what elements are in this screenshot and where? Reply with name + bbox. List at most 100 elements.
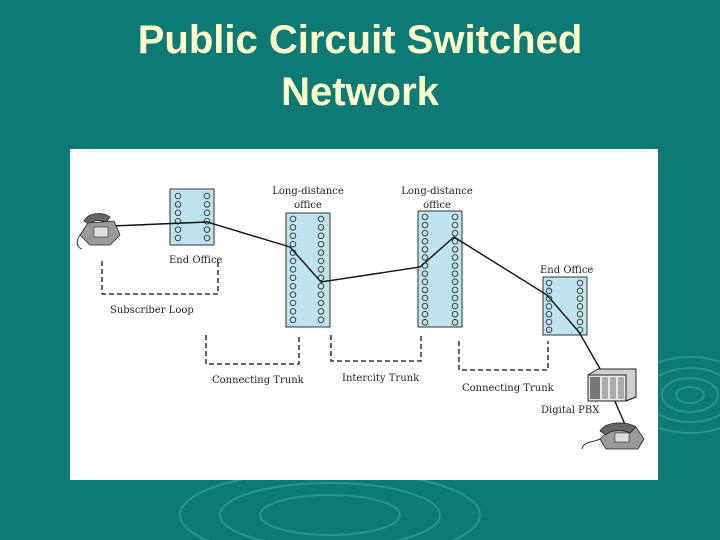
connecting-trunk-left-label: Connecting Trunk [212, 375, 305, 386]
connecting-trunk-right-bracket [458, 341, 549, 371]
switch-port [317, 249, 325, 256]
switch-port [289, 266, 297, 273]
subscriber-loop-label: Subscriber Loop [110, 305, 194, 316]
switch-port [545, 287, 553, 295]
subscriber-loop-bracket [101, 261, 219, 295]
switch-port [317, 257, 325, 265]
switch-port [203, 234, 211, 242]
switch-port [317, 232, 325, 240]
digital-pbx-label: Digital PBX [541, 405, 600, 416]
switch-port [451, 246, 459, 253]
switch-port [289, 291, 297, 298]
switch-port [451, 213, 459, 221]
switch-port [289, 282, 297, 290]
switch-port [317, 299, 325, 307]
switch-port [451, 286, 459, 294]
end-office-left-switch [169, 188, 215, 246]
telephone-icon [581, 422, 645, 450]
end-office-right-switch [542, 276, 588, 336]
switch-port [289, 240, 297, 248]
switch-port [289, 316, 297, 324]
switch-port [203, 217, 211, 225]
switch-port [317, 316, 325, 324]
switch-port [317, 282, 325, 290]
switch-port [421, 319, 429, 326]
switch-port [451, 294, 459, 302]
switch-port [174, 226, 182, 233]
switch-port [451, 229, 459, 237]
switch-port [317, 266, 325, 273]
switch-port [289, 257, 297, 265]
switch-port [421, 278, 429, 286]
switch-port [289, 299, 297, 307]
switch-port [451, 262, 459, 269]
switch-port [421, 238, 429, 245]
long-distance-office-1-sublabel: office [294, 200, 322, 211]
title-line-1: Public Circuit Switched [137, 18, 583, 62]
switch-port [317, 215, 325, 223]
long-distance-office-2-label: Long-distance [401, 186, 473, 197]
switch-port [451, 254, 459, 261]
switch-port [289, 308, 297, 315]
switch-port [576, 318, 584, 326]
switch-port [451, 278, 459, 286]
switch-port [203, 201, 211, 208]
pbx-icon [587, 368, 637, 402]
switch-port [421, 229, 429, 237]
switch-port [203, 226, 211, 233]
switch-port [317, 240, 325, 248]
switch-port [317, 224, 325, 231]
switch-port [451, 270, 459, 277]
switch-port [545, 318, 553, 326]
switch-port [421, 302, 429, 310]
switch-port [421, 221, 429, 229]
end-office-left-label: End Office [169, 255, 222, 266]
switch-port [174, 192, 182, 200]
switch-port [576, 295, 584, 302]
switch-port [545, 295, 553, 302]
switch-port [451, 302, 459, 310]
switch-port [545, 310, 553, 318]
switch-port [421, 254, 429, 261]
switch-port [421, 286, 429, 294]
switch-port [576, 303, 584, 310]
connecting-trunk-left-bracket [205, 335, 300, 365]
switch-port [317, 291, 325, 298]
switch-port [174, 201, 182, 208]
switch-port [576, 287, 584, 295]
switch-port [289, 232, 297, 240]
switch-port [289, 274, 297, 282]
switch-port [421, 294, 429, 302]
switch-port [545, 326, 553, 334]
switch-port [576, 310, 584, 318]
switch-port [421, 310, 429, 318]
connecting-trunk-right-label: Connecting Trunk [462, 383, 555, 394]
switch-port [289, 215, 297, 223]
title-line-2: Network [281, 70, 439, 114]
circuit-path [111, 221, 628, 430]
long-distance-office-2-sublabel: office [423, 200, 451, 211]
switch-port [451, 221, 459, 229]
switch-port [451, 319, 459, 326]
switch-port [174, 217, 182, 225]
switch-port [203, 192, 211, 200]
switch-port [421, 213, 429, 221]
slide-title: Public Circuit Switched Network [0, 14, 720, 118]
long-distance-office-2-switch [417, 210, 463, 328]
switch-port [174, 234, 182, 242]
long-distance-office-1-label: Long-distance [272, 186, 344, 197]
telephone-icon [76, 213, 121, 250]
switch-port [203, 209, 211, 217]
switch-port [317, 308, 325, 315]
long-distance-office-1-switch [285, 212, 331, 328]
switch-port [451, 238, 459, 245]
network-diagram: End Office Long-distance office Long-dis… [70, 149, 658, 480]
switch-port [545, 279, 553, 287]
intercity-trunk-label: Intercity Trunk [342, 373, 420, 384]
end-office-right-label: End Office [540, 265, 593, 276]
switch-port [174, 209, 182, 217]
switch-port [421, 270, 429, 277]
switch-port [421, 246, 429, 253]
intercity-trunk-bracket [330, 335, 422, 362]
switch-port [289, 224, 297, 231]
